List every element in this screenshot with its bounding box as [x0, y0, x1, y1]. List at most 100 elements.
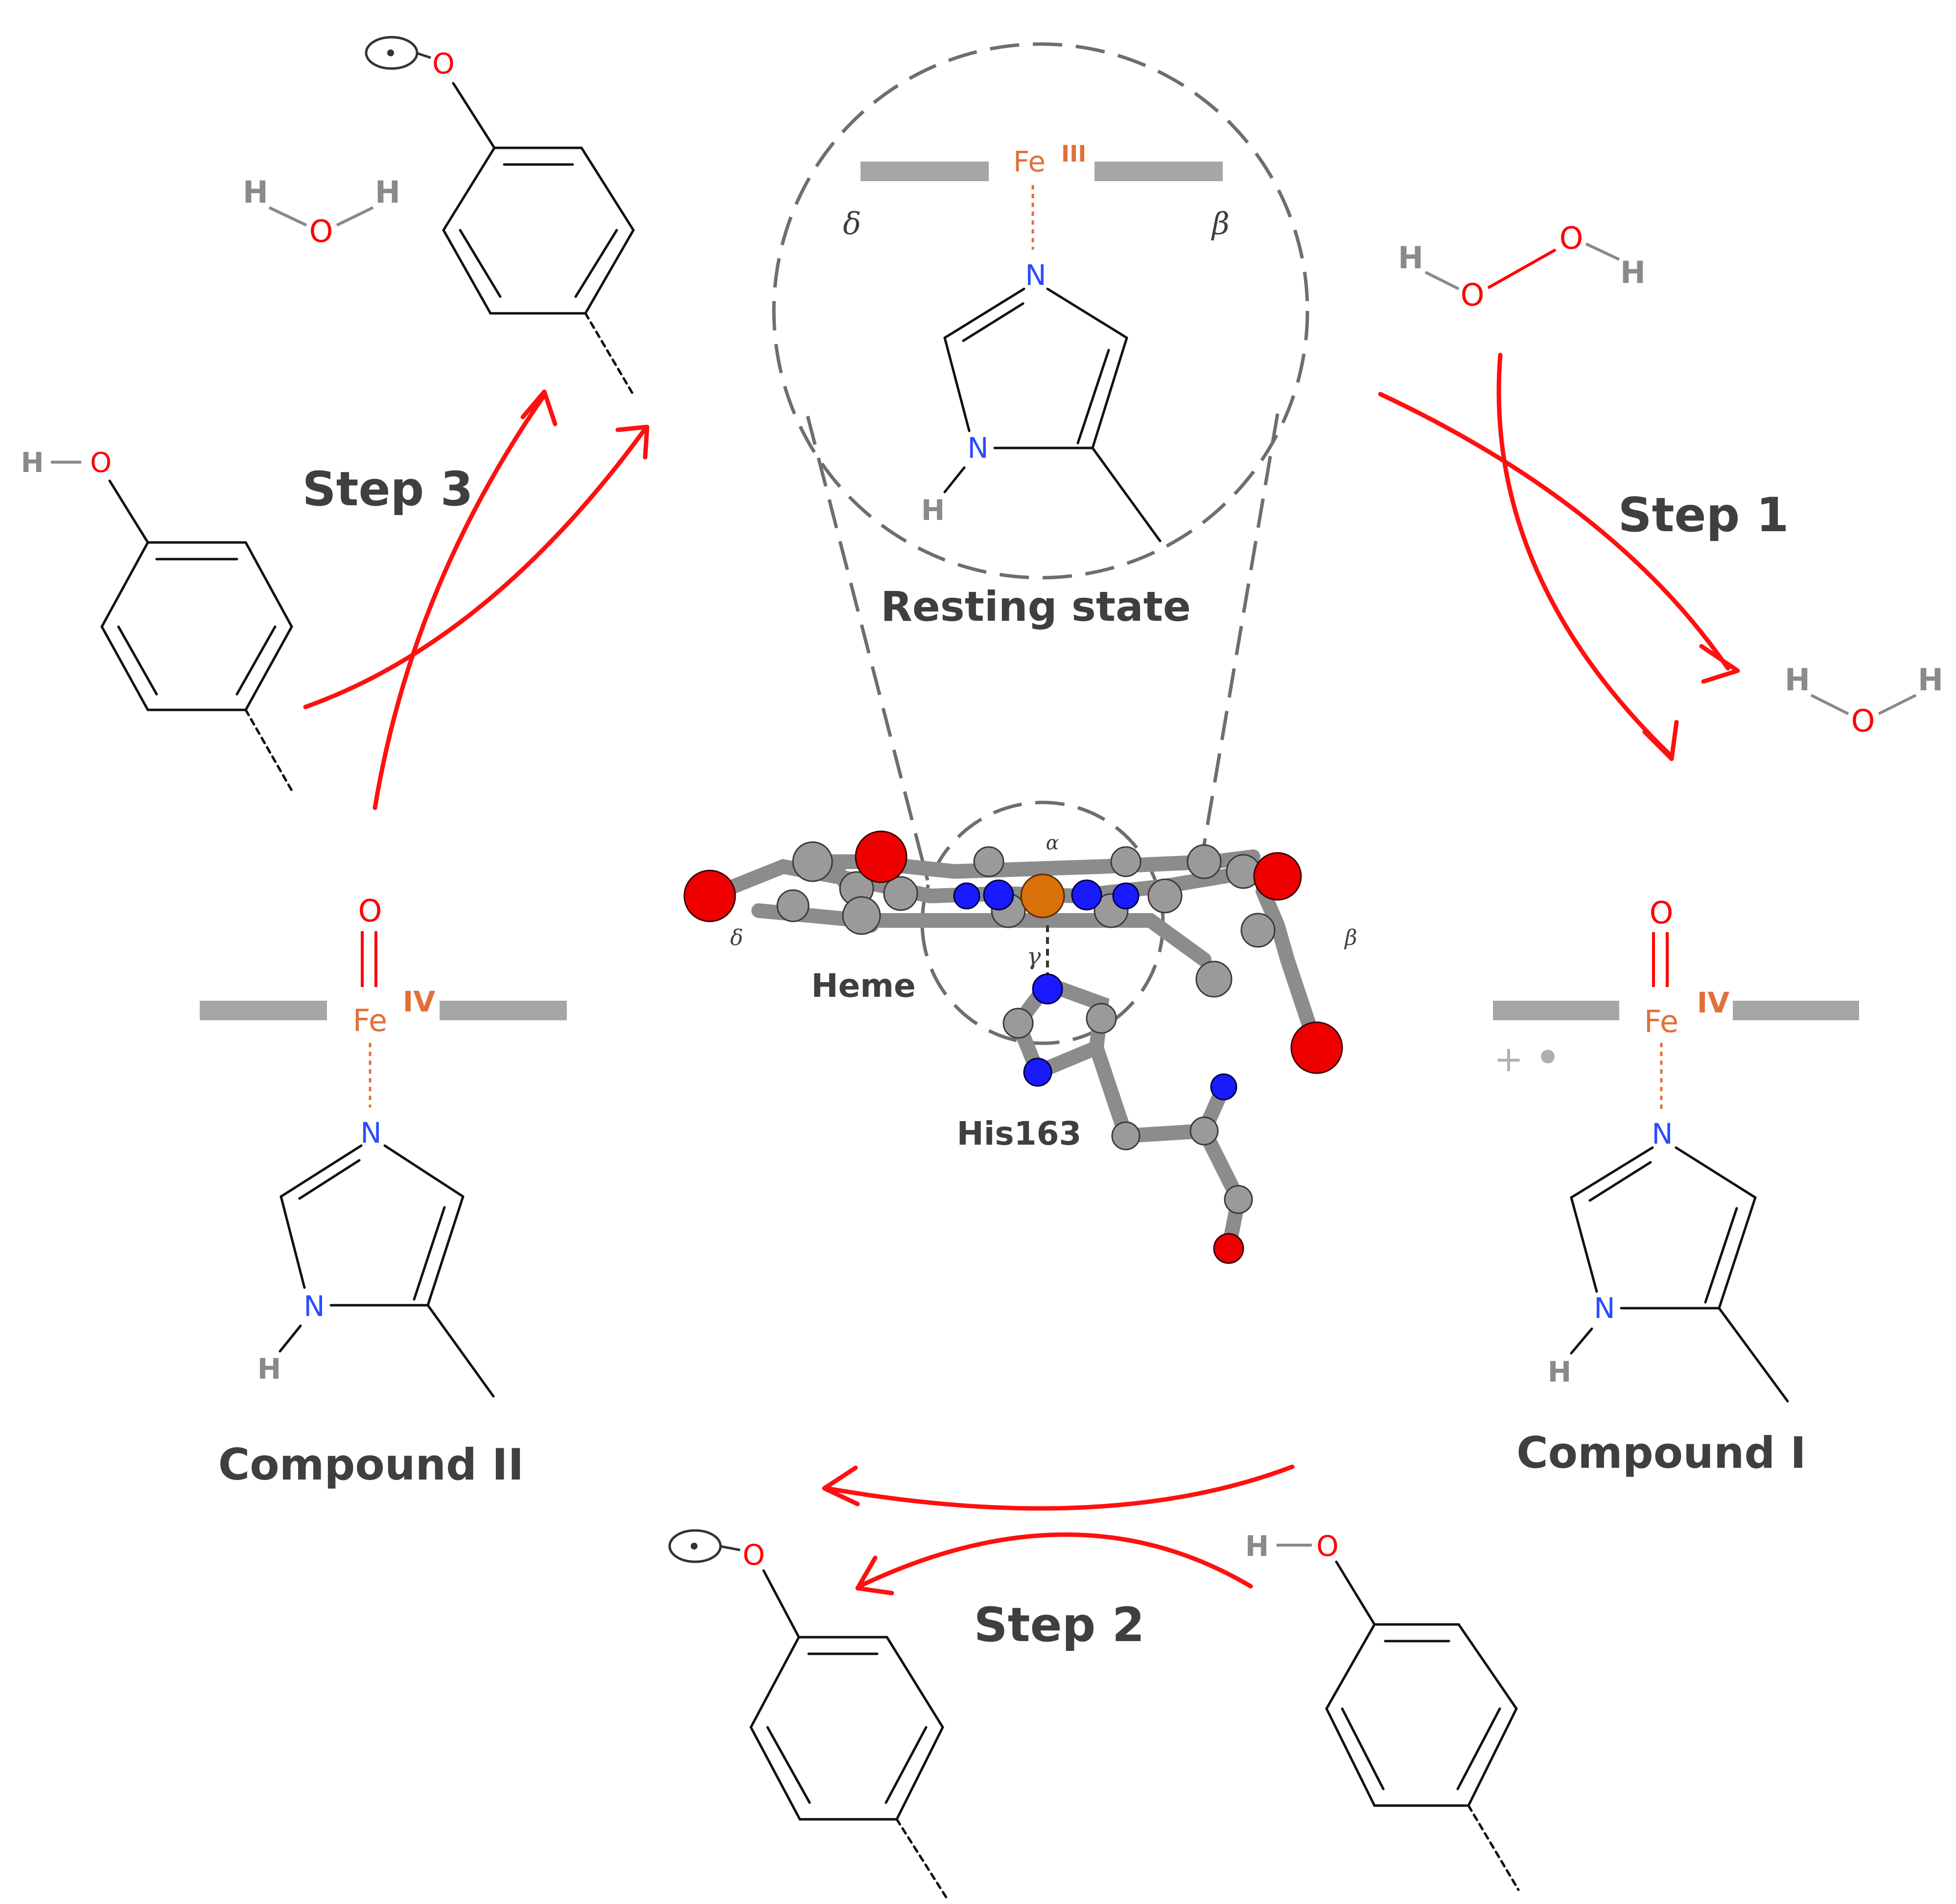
iron-ball: [1020, 873, 1065, 918]
oxygen-atom: O: [743, 1538, 765, 1572]
ring-bond: [279, 1195, 306, 1289]
ring-double-bond: [962, 302, 1025, 342]
oxygen-ball: [855, 830, 908, 883]
iron-atom: Fe: [1013, 145, 1046, 178]
benzene-ring: [1325, 1623, 1518, 1807]
arrowhead: [1642, 720, 1679, 761]
hydrogen-atom: H: [1620, 255, 1646, 290]
porphyrin-plane-right: [1094, 162, 1223, 181]
oxidation-state-iv: IV: [403, 985, 436, 1018]
radical-cation-plus: +: [1494, 1038, 1523, 1080]
resting-state: Fe III δ β N N H Resting state: [772, 42, 1309, 881]
nitrogen-ball: [1032, 973, 1063, 1005]
c-o-bond: [1335, 1560, 1376, 1626]
meso-delta-label: δ: [843, 206, 861, 241]
hydrogen-peroxide: H O O H: [1398, 220, 1646, 313]
oh-bond: [1424, 271, 1460, 290]
iron-atom: Fe: [353, 1003, 387, 1038]
benzene-ring: [100, 541, 293, 711]
meso-delta-label-3d: δ: [730, 925, 744, 950]
hydrogen-atom: H: [1548, 1355, 1572, 1388]
compound-ii-label: Compound II: [218, 1439, 524, 1490]
heme-3d-model: α δ β γ Heme His163: [683, 800, 1357, 1264]
ring-bond: [1046, 287, 1128, 339]
phenol-substrate-step3: H O: [21, 447, 294, 794]
ring-double-bond: [1076, 349, 1110, 445]
step2-label: Step 2: [974, 1598, 1144, 1652]
arrowhead: [1699, 644, 1740, 684]
nitrogen-atom: N: [1594, 1292, 1615, 1325]
radical-cation-dot: •: [1534, 1031, 1562, 1085]
arrow-to-compound-ii: [825, 1464, 1295, 1511]
nh-bond: [279, 1324, 302, 1353]
hydrogen-atom: H: [21, 447, 44, 479]
nitrogen-ball: [1112, 882, 1140, 910]
ring-double-bond: [1588, 1161, 1652, 1202]
orbital-tail: [416, 51, 431, 59]
oxidation-state-iv: IV: [1697, 986, 1730, 1019]
carbon-ball: [1086, 1003, 1117, 1034]
step1-arrows: Step 1: [1378, 353, 1789, 761]
nitrogen-ball: [1071, 879, 1102, 911]
meso-beta-label: β: [1211, 206, 1230, 241]
phenoxyl-radical-step3: O: [365, 36, 636, 398]
nitrogen-ball: [1210, 1073, 1237, 1101]
carbon-ball: [1187, 844, 1222, 879]
nitrogen-atom: N: [967, 431, 988, 465]
carbon-ball: [973, 846, 1004, 877]
ch2-bond: [426, 1304, 495, 1398]
ch2-dashed-bond: [1467, 1804, 1520, 1891]
carbon-ball: [1195, 961, 1233, 998]
compound-i: O Fe IV + • N N H Compound I: [1493, 895, 1859, 1478]
ch2-dashed-bond: [244, 708, 294, 794]
ring-double-bond: [766, 1726, 811, 1804]
oxygen-atom: O: [1461, 277, 1485, 313]
ring-double-bond: [1704, 1207, 1738, 1304]
porphyrin-plane-left: [200, 1001, 327, 1020]
nitrogen-ball: [953, 882, 980, 910]
ring-bond: [943, 287, 1025, 339]
ring-bond: [279, 1144, 363, 1198]
ch2-bond: [1718, 1307, 1789, 1403]
heme-backbone: [751, 903, 1211, 967]
radical-electron-dot: [387, 49, 394, 56]
carbon-ball: [1110, 846, 1141, 877]
carbon-ball: [1189, 1116, 1219, 1146]
step2-arrows: Step 2: [822, 1464, 1295, 1652]
radical-electron-dot: [691, 1543, 698, 1550]
ring-double-bond: [117, 625, 158, 696]
oxygen-atom: O: [309, 213, 333, 249]
arrow-to-phenoxyl: [373, 394, 546, 810]
step3-label: Step 3: [302, 462, 473, 517]
oxygen-atom: O: [1851, 703, 1875, 739]
nitrogen-ball: [1023, 1058, 1052, 1087]
carbon-ball: [1111, 1121, 1141, 1151]
ring-double-bond: [885, 1726, 928, 1804]
oh-bond: [1878, 694, 1917, 715]
c-o-bond: [452, 82, 496, 149]
oxo-oxygen-atom: O: [358, 893, 382, 929]
nitrogen-atom: N: [1652, 1117, 1673, 1151]
meso-alpha-label: α: [1046, 832, 1059, 854]
oxygen-ball: [1290, 1021, 1343, 1074]
nitrogen-atom: N: [360, 1116, 381, 1150]
ring-bond: [1570, 1146, 1654, 1199]
carbon-ball: [792, 841, 833, 882]
ring-double-bond: [459, 229, 502, 298]
his163-label: His163: [957, 1115, 1082, 1152]
benzene-ring: [442, 146, 635, 315]
meso-beta-label-3d: β: [1344, 925, 1357, 950]
ring-bond: [1091, 336, 1128, 449]
ring-bond: [1570, 1196, 1598, 1293]
nh-bond: [1570, 1327, 1593, 1355]
hydrogen-atom: H: [1398, 240, 1423, 276]
iron-atom: Fe: [1644, 1004, 1678, 1039]
arrow-to-resting-state: [303, 428, 646, 709]
hydrogen-atom: H: [1785, 662, 1810, 698]
arrow-to-compound-i: [1496, 353, 1672, 756]
hydrogen-atom: H: [921, 494, 945, 527]
resting-state-label: Resting state: [881, 583, 1191, 631]
orbital-tail: [719, 1545, 741, 1551]
ring-bond: [383, 1144, 465, 1198]
